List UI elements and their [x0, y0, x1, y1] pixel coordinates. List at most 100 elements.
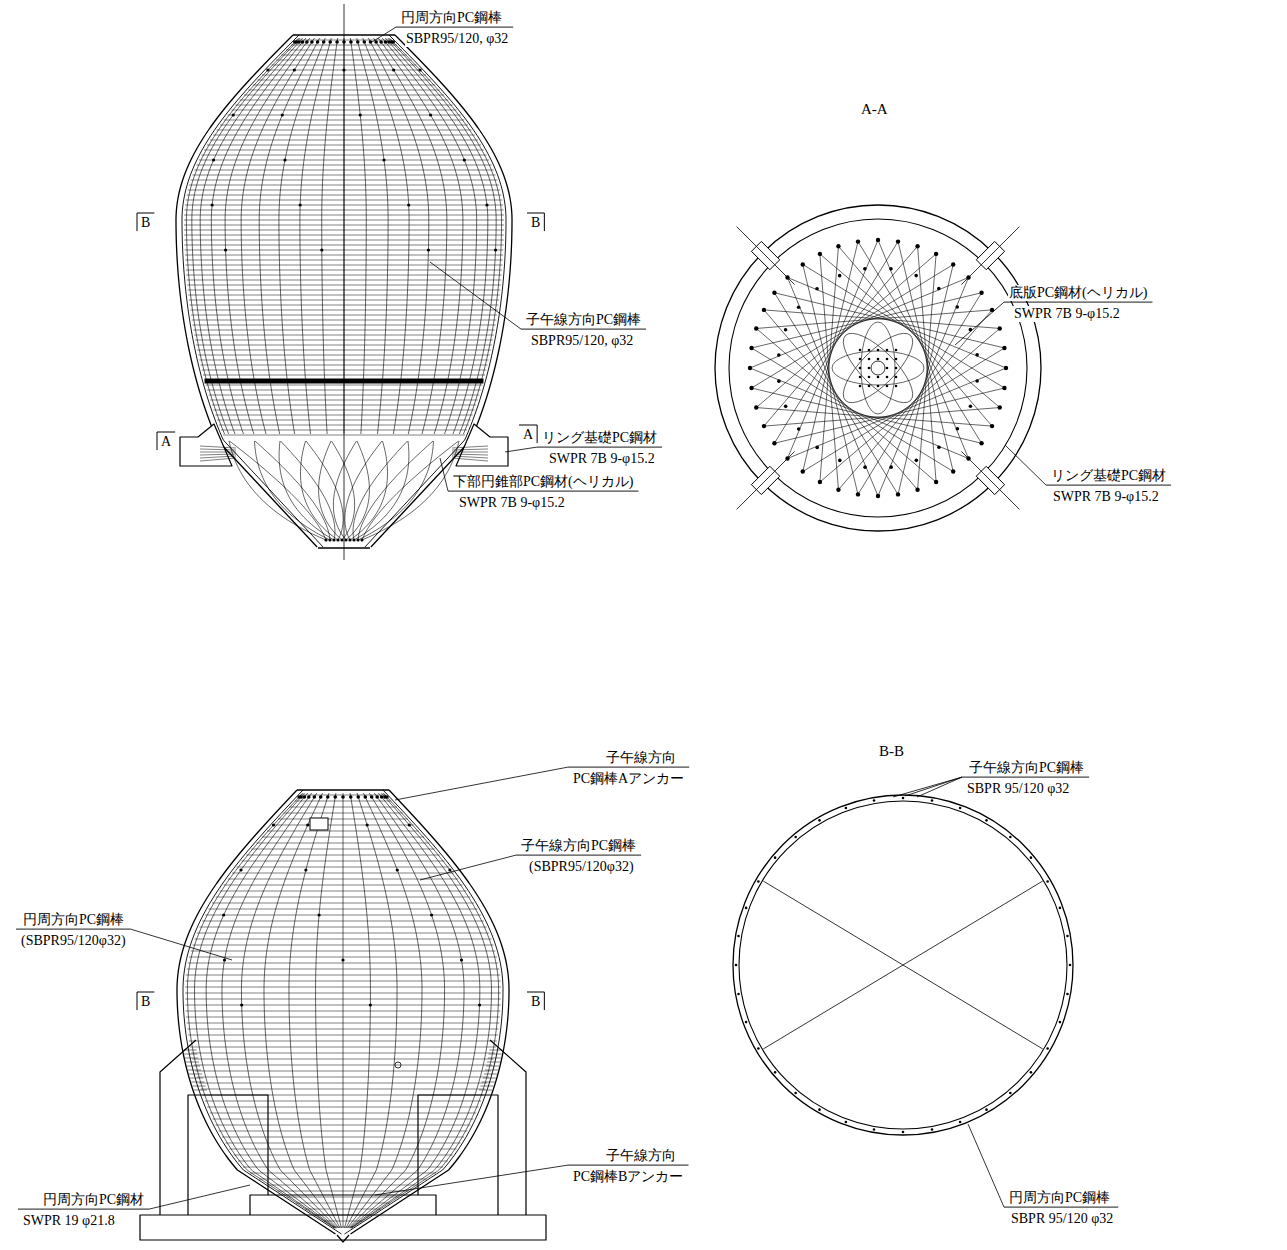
- anchor-dot: [369, 1003, 372, 1006]
- anchor-dot: [955, 305, 959, 309]
- tendon-mark: [737, 993, 740, 996]
- anchor-dot: [784, 328, 788, 332]
- base-slab-tendon: [787, 240, 878, 459]
- anchor-dot: [915, 459, 919, 463]
- tendon-mark: [745, 1021, 748, 1024]
- base-slab-tendon: [752, 388, 982, 443]
- anchor-dot: [342, 68, 345, 71]
- tendon-mark: [902, 797, 905, 800]
- anchor-dot: [998, 326, 1002, 330]
- label-holder: SBPR95/120, φ32: [405, 29, 509, 47]
- base-slab-tendon: [898, 264, 953, 494]
- meridional-tendon: [378, 38, 463, 434]
- helical-tendon: [301, 441, 339, 540]
- anchor-dot: [937, 445, 941, 449]
- leader-line: [905, 777, 962, 796]
- anchor-dot: [272, 823, 275, 826]
- base-slab-tendon: [764, 246, 918, 426]
- anchor-dot: [341, 795, 345, 799]
- anchor-dot: [859, 385, 862, 388]
- anchor-dot: [863, 267, 867, 271]
- anchor-dot: [886, 376, 889, 379]
- helical-tendon: [346, 441, 369, 540]
- anchor-dot: [408, 823, 411, 826]
- anchor-dot: [341, 958, 344, 961]
- meridional-tendon: [316, 793, 342, 1228]
- callout-label: 下部円錐部PC鋼材(ヘリカル): [452, 474, 634, 490]
- helical-tendon: [833, 323, 922, 412]
- tendon-mark: [845, 807, 848, 810]
- label-holder: 子午線方向PC鋼棒: [525, 310, 642, 328]
- nozzle: [395, 1062, 401, 1068]
- anchor-dot: [797, 427, 801, 431]
- label-holder: リング基礎PC鋼材: [1050, 466, 1167, 484]
- tendon-mark: [959, 1121, 962, 1124]
- leader-underline: [521, 329, 646, 330]
- cone-bottom: [318, 547, 370, 548]
- label-holder: PC鋼棒Aアンカー: [572, 769, 685, 787]
- anchor-dot: [877, 376, 880, 379]
- anchor-dot: [877, 385, 880, 388]
- circumferential-tendon: [223, 435, 465, 436]
- anchor-dot: [301, 40, 305, 44]
- leader-underline: [568, 1165, 688, 1166]
- tendon-mark: [1030, 1071, 1033, 1074]
- anchor-dot: [889, 465, 893, 469]
- base-slab-tendon: [752, 293, 982, 348]
- section-mark: B: [140, 215, 151, 231]
- anchor-dot: [379, 40, 383, 44]
- anchor-dot: [749, 386, 753, 390]
- label-holder: B: [530, 213, 541, 231]
- anchor-dot: [937, 287, 941, 291]
- egg-shell-outer: [351, 790, 509, 1234]
- helical-tendon: [358, 441, 433, 540]
- callout-label: リング基礎PC鋼材: [1050, 468, 1167, 484]
- egg-shell-outer: [176, 35, 317, 547]
- label-holder: 子午線方向: [605, 1146, 677, 1164]
- label-holder: 円周方向PC鋼棒: [1008, 1188, 1111, 1206]
- callout-label: PC鋼棒Bアンカー: [572, 1169, 684, 1185]
- anchor-dot: [762, 424, 766, 428]
- section-bracket: [137, 213, 154, 231]
- meridional-tendon: [300, 38, 331, 434]
- section-bracket: [519, 425, 537, 443]
- section-title: A-A: [860, 101, 889, 118]
- anchor-dot: [859, 367, 862, 370]
- tendon-mark: [818, 819, 821, 822]
- anchor-dot: [359, 113, 362, 116]
- label-holder: 下部円錐部PC鋼材(ヘリカル): [452, 472, 634, 490]
- ring-tendon: [200, 446, 236, 448]
- base-slab-tendon: [820, 254, 1000, 408]
- tendon-mark: [735, 964, 738, 967]
- label-holder: B: [530, 992, 541, 1010]
- circumferential-strand: [486, 1066, 499, 1067]
- label-holder: B: [140, 213, 151, 231]
- anchor-dot: [914, 274, 918, 278]
- tendon-mark: [902, 1131, 905, 1134]
- base-slab-tendon: [838, 310, 992, 490]
- egg-shell-inner: [345, 790, 503, 1234]
- base-slab-tendon: [774, 388, 1004, 443]
- tendon-mark: [1059, 1021, 1062, 1024]
- base-slab-tendon: [820, 328, 1000, 482]
- tendon-mark: [1066, 993, 1069, 996]
- label-holder: 子午線方向PC鋼棒: [520, 836, 637, 854]
- anchor-dot: [310, 40, 314, 44]
- tendon-mark: [818, 1108, 821, 1111]
- helical-tendon: [861, 322, 895, 414]
- meridional-tendon: [350, 38, 366, 434]
- anchor-dot: [418, 68, 421, 71]
- callout-label: 円周方向PC鋼棒: [22, 912, 125, 928]
- anchor-dot: [889, 267, 893, 271]
- label-holder: SBPR 95/120 φ32: [966, 779, 1070, 797]
- tendon-mark: [1030, 856, 1033, 859]
- base-slab-tendon: [878, 277, 969, 496]
- anchor-dot: [975, 353, 979, 357]
- section-mark: B: [530, 215, 541, 231]
- anchor-dot: [951, 469, 955, 473]
- anchor-dot: [886, 358, 889, 361]
- helical-tendon: [230, 441, 327, 540]
- base-slab-tendon: [756, 328, 936, 482]
- meridional-tendon: [346, 793, 397, 1228]
